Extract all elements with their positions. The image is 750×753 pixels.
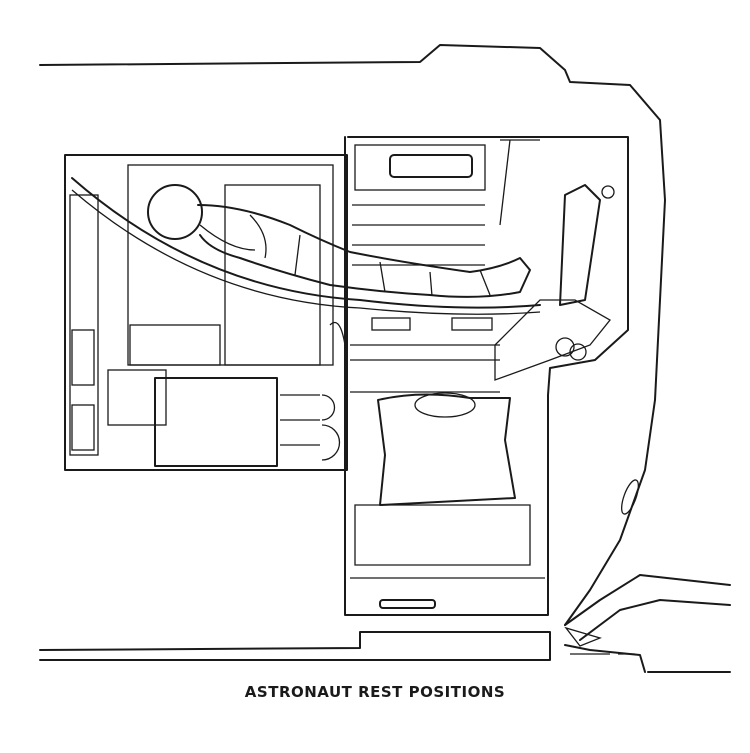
hull-outline <box>39 44 666 626</box>
astronaut-body <box>197 204 531 298</box>
lower-locker <box>154 377 278 467</box>
seat-frame <box>559 184 601 306</box>
astronaut-helmet <box>147 184 203 240</box>
side-panel <box>69 194 99 456</box>
seat-structure <box>494 299 611 381</box>
hammock <box>71 177 541 309</box>
porthole <box>621 479 639 515</box>
astronaut-suit-detail <box>249 214 491 297</box>
astronaut-arm <box>199 224 346 346</box>
cylinders <box>280 394 341 461</box>
knob-1 <box>601 185 615 199</box>
left-compartment <box>64 154 348 471</box>
figure-caption: ASTRONAUT REST POSITIONS <box>244 683 506 701</box>
lower-bay <box>350 504 545 579</box>
shelves <box>350 204 500 393</box>
top-console <box>354 144 486 191</box>
floor-line <box>39 631 551 661</box>
console-slot <box>389 154 473 178</box>
lower-right-structure <box>564 574 731 673</box>
right-compartment <box>344 136 629 616</box>
shelf-handle-2 <box>451 317 493 331</box>
hatch-triangle <box>564 626 635 655</box>
equipment-bay <box>127 164 334 366</box>
locker-small <box>107 369 167 426</box>
equipment-box <box>224 184 321 366</box>
knob-2 <box>555 337 575 357</box>
astronaut-head-bag <box>414 392 476 418</box>
floor-handle <box>379 599 436 609</box>
side-box-2 <box>71 404 95 451</box>
shelf-handle-1 <box>371 317 411 331</box>
knob-3 <box>569 343 587 361</box>
hammock-line <box>71 139 541 315</box>
sleeping-bag <box>377 393 516 506</box>
side-box-1 <box>71 329 95 386</box>
panel-bottom <box>129 324 221 366</box>
